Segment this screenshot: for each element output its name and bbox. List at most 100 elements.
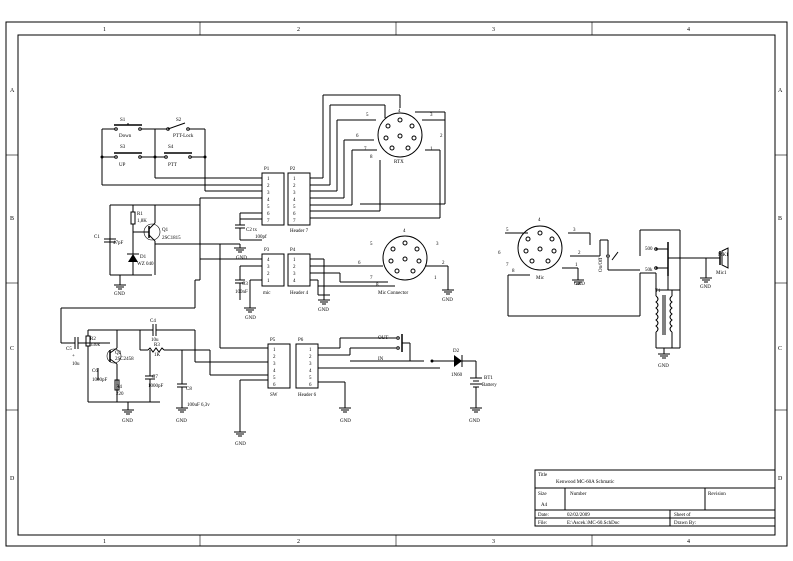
svg-text:4: 4 (293, 279, 296, 284)
svg-text:P1: P1 (264, 167, 270, 172)
svg-text:8: 8 (370, 155, 373, 160)
svg-text:2: 2 (293, 265, 296, 270)
svg-text:8: 8 (376, 283, 379, 288)
svg-text:C5: C5 (66, 347, 72, 352)
svg-text:Header 6: Header 6 (298, 393, 317, 398)
svg-text:5: 5 (506, 228, 509, 233)
switch-wiring (100, 129, 262, 192)
svg-text:PTT-Lock: PTT-Lock (173, 134, 194, 139)
svg-text:Mic1: Mic1 (716, 271, 727, 276)
svg-text:6: 6 (309, 383, 312, 388)
switch-s3: S3 UP (102, 145, 155, 168)
svg-text:6: 6 (358, 261, 361, 266)
svg-text:3: 3 (430, 113, 433, 118)
svg-text:4: 4 (293, 198, 296, 203)
svg-text:5: 5 (293, 205, 296, 210)
svg-text:S4: S4 (168, 145, 174, 150)
svg-text:4: 4 (267, 258, 270, 263)
svg-text:4: 4 (398, 109, 401, 114)
svg-text:4: 4 (538, 218, 541, 223)
row-label-d: D (10, 476, 15, 482)
svg-text:3: 3 (273, 362, 276, 367)
q1-value: 2SC1815 (162, 236, 181, 241)
svg-text:220: 220 (116, 392, 124, 397)
svg-text:P4: P4 (290, 248, 296, 253)
row-label-b: B (10, 216, 14, 222)
svg-text:mic: mic (263, 291, 271, 296)
svg-text:100nF: 100nF (235, 290, 248, 295)
svg-text:7: 7 (370, 276, 373, 281)
svg-text:S2: S2 (176, 118, 182, 123)
col-label-2: 2 (297, 27, 300, 33)
svg-text:6: 6 (273, 383, 276, 388)
svg-text:R3: R3 (154, 343, 160, 348)
svg-text:5: 5 (273, 376, 276, 381)
svg-text:8: 8 (512, 269, 515, 274)
svg-text:Revision: Revision (708, 492, 726, 497)
svg-text:BT1: BT1 (484, 376, 493, 381)
svg-text:GND: GND (700, 285, 711, 290)
title-text: Kenwood MC-60A Schmatic (556, 480, 615, 485)
svg-text:C3: C3 (242, 282, 248, 287)
svg-text:MK1: MK1 (718, 253, 729, 258)
svg-text:2SC2458: 2SC2458 (115, 357, 134, 362)
svg-text:C6: C6 (92, 369, 98, 374)
svg-text:GND: GND (442, 298, 453, 303)
svg-text:3: 3 (309, 362, 312, 367)
svg-text:C7: C7 (152, 375, 158, 380)
row-label-d-right: D (778, 476, 783, 482)
c1-ref: C1 (94, 235, 100, 240)
svg-text:RTX: RTX (394, 160, 404, 165)
svg-text:10u: 10u (72, 362, 80, 367)
svg-text:R4: R4 (116, 385, 122, 390)
svg-text:GND: GND (245, 316, 256, 321)
header-p4: P4 1 2 3 4 Header 4 (287, 248, 311, 296)
svg-text:1N60: 1N60 (451, 373, 463, 378)
svg-text:Battery: Battery (482, 383, 497, 388)
svg-text:6: 6 (498, 251, 501, 256)
svg-text:GND: GND (574, 282, 585, 287)
svg-text:On/Off: On/Off (599, 257, 604, 272)
svg-text:6: 6 (293, 212, 296, 217)
svg-text:Mic Connector: Mic Connector (378, 291, 408, 296)
svg-text:1: 1 (309, 348, 312, 353)
col-label-4-bottom: 4 (687, 539, 690, 545)
svg-text:T1: T1 (655, 289, 661, 294)
mic-connector: 4 5 3 6 2 7 1 8 Mic Connector (358, 229, 445, 296)
svg-text:1: 1 (293, 177, 296, 182)
svg-text:10u: 10u (151, 338, 159, 343)
svg-text:1K: 1K (154, 353, 161, 358)
svg-text:2: 2 (293, 184, 296, 189)
svg-text:D2: D2 (453, 349, 460, 354)
svg-text:P5: P5 (270, 338, 276, 343)
header-p1: P1 1 2 3 4 5 6 7 (261, 167, 285, 226)
svg-text:S3: S3 (120, 145, 126, 150)
svg-text:02/02/2009: 02/02/2009 (567, 513, 590, 518)
svg-text:1: 1 (267, 279, 270, 284)
svg-text:GND: GND (235, 442, 246, 447)
svg-text:Header 4: Header 4 (290, 291, 309, 296)
svg-text:500: 500 (645, 247, 653, 252)
svg-text:2: 2 (273, 355, 276, 360)
svg-text:2: 2 (442, 261, 445, 266)
row-label-a-right: A (778, 88, 783, 94)
svg-text:2: 2 (267, 184, 270, 189)
svg-text:C4: C4 (150, 319, 156, 324)
r1-value: 1,8K (137, 219, 147, 224)
r1-ref: R1 (137, 212, 143, 217)
svg-text:GND: GND (114, 292, 125, 297)
svg-text:GND: GND (469, 419, 480, 424)
svg-text:P2: P2 (290, 167, 296, 172)
svg-text:C8: C8 (186, 387, 192, 392)
switch-s2: S2 PTT-Lock (155, 118, 205, 139)
title-block: Title Kenwood MC-60A Schmatic Size A4 Nu… (534, 469, 776, 527)
svg-text:A4: A4 (541, 503, 548, 508)
svg-text:7: 7 (293, 219, 296, 224)
svg-text:PTT: PTT (168, 163, 177, 168)
c1-value: 47pF (113, 241, 124, 246)
header-p6: P6 1 2 3 4 5 6 Header 6 (295, 338, 319, 398)
svg-text:+: + (72, 354, 75, 359)
svg-text:C2 tx: C2 tx (246, 228, 257, 233)
col-label-2-bottom: 2 (297, 539, 300, 545)
